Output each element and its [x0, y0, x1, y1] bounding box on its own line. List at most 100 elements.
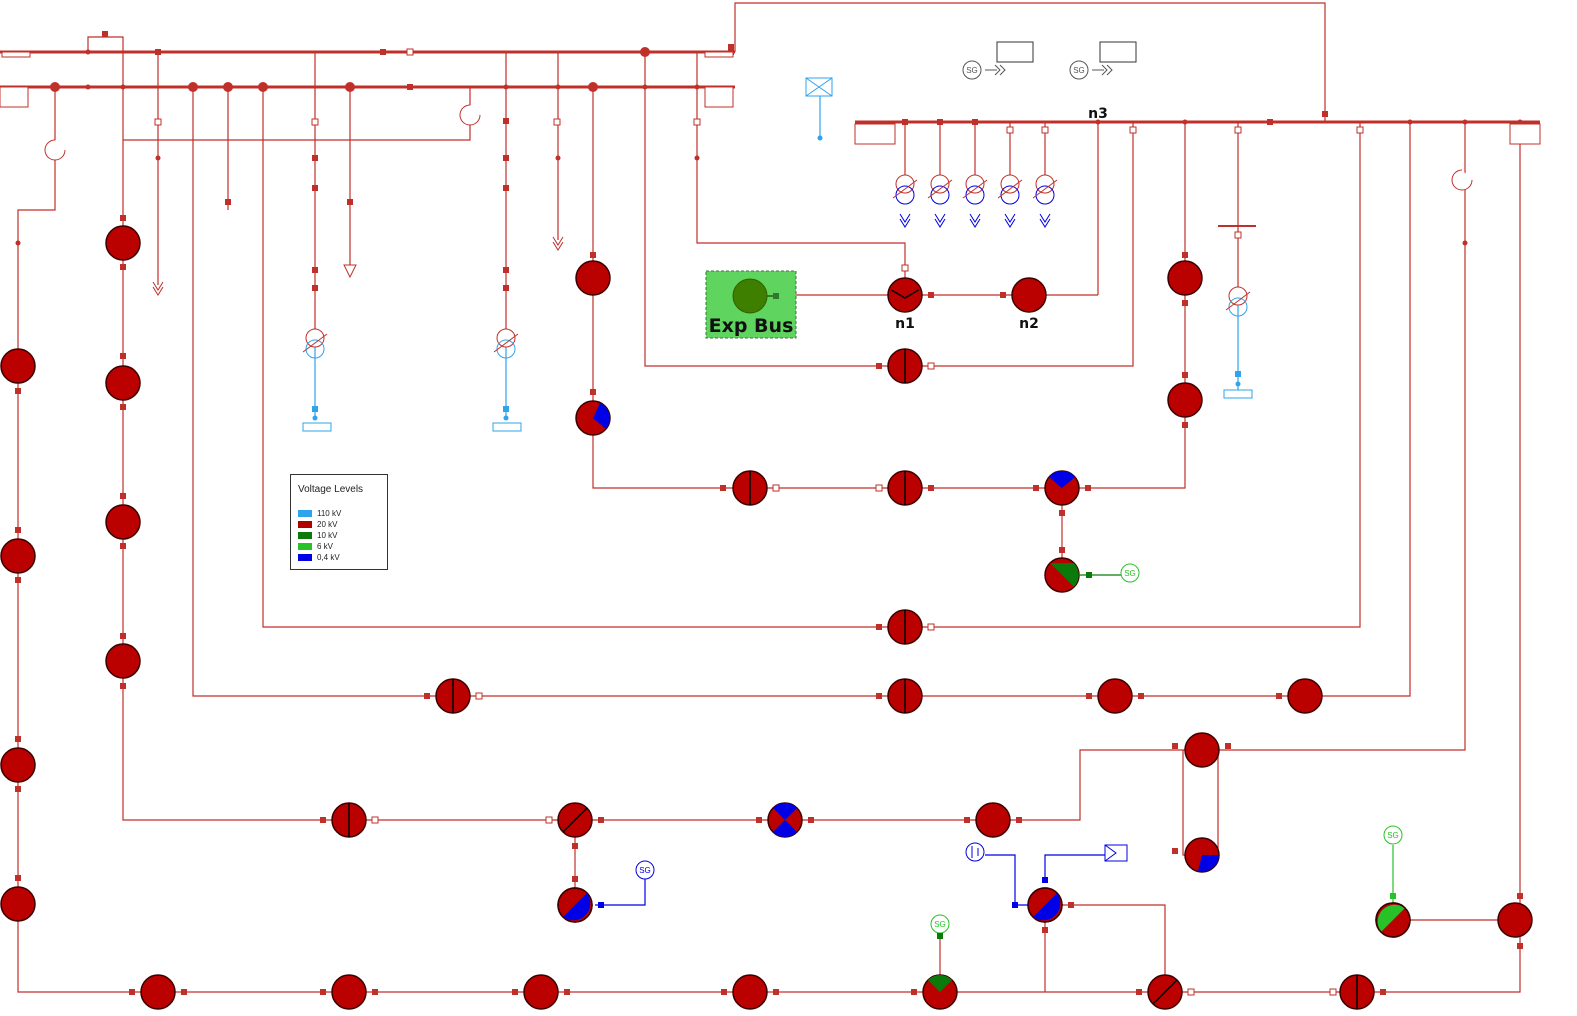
legend-label: 6 kV: [317, 542, 334, 551]
busbar-end: [854, 123, 896, 145]
substation-node: [922, 974, 958, 1010]
disconnector-marker: [553, 118, 561, 126]
junction-dot: [555, 84, 561, 90]
breaker-marker: [1172, 743, 1178, 749]
arrow-icon: [1106, 64, 1113, 76]
legend-item: 0,4 kV: [298, 553, 340, 563]
breaker-marker: [120, 493, 126, 499]
busbar-end: [1509, 123, 1541, 145]
transformer-icon: [1032, 174, 1058, 205]
breaker-marker: [1033, 485, 1039, 491]
legend-item: 6 kV: [298, 542, 333, 552]
breaker-marker: [225, 199, 231, 205]
load-arrow-icon: [934, 213, 946, 228]
transformer-icon: [962, 174, 988, 205]
legend-swatch: [298, 554, 312, 562]
breaker-marker: [876, 363, 882, 369]
arrow-icon: [1101, 64, 1108, 76]
substation-node: [887, 277, 923, 313]
disconnector-marker: [475, 692, 483, 700]
node-label-n1: n1: [895, 316, 915, 332]
transformer-icon: [1225, 286, 1251, 317]
legend-swatch: [298, 510, 312, 518]
generator-box: [1099, 41, 1137, 63]
lv-breaker: [312, 406, 318, 412]
breaker-marker: [15, 736, 21, 742]
transformer-icon: [997, 174, 1023, 205]
substation-node: [1044, 557, 1080, 593]
breaker-marker: [1042, 927, 1048, 933]
breaker-marker: [1322, 111, 1328, 117]
mv-breaker: [937, 933, 943, 939]
legend-swatch: [298, 543, 312, 551]
breaker-marker: [503, 155, 509, 161]
breaker-marker: [928, 485, 934, 491]
mv-breaker: [1086, 572, 1092, 578]
breaker-marker: [181, 989, 187, 995]
lv-breaker: [1235, 371, 1241, 377]
breaker-marker: [503, 285, 509, 291]
substation-node: [887, 609, 923, 645]
disconnector-marker: [1187, 988, 1195, 996]
substation-node: [1184, 732, 1220, 768]
legend-swatch: [298, 532, 312, 540]
battery-icon: [965, 842, 985, 862]
breaker-marker: [598, 817, 604, 823]
breaker-marker: [721, 989, 727, 995]
substation-node: [887, 678, 923, 714]
generator-box: [996, 41, 1034, 63]
substation-node: [435, 678, 471, 714]
breaker-marker: [120, 404, 126, 410]
breaker-marker: [120, 543, 126, 549]
svg-text:SG: SG: [1073, 66, 1085, 75]
breaker-marker: [1517, 943, 1523, 949]
breaker-marker: [964, 817, 970, 823]
breaker-marker: [15, 527, 21, 533]
breaker-marker: [572, 876, 578, 882]
junction-dot: [1407, 119, 1413, 125]
load-arrow-icon: [1039, 213, 1051, 228]
substation-node: [1097, 678, 1133, 714]
breaker-marker: [1225, 743, 1231, 749]
legend-item: 10 kV: [298, 531, 337, 541]
disconnector-marker: [772, 484, 780, 492]
breaker-marker: [911, 989, 917, 995]
static-generator-icon: SG: [1069, 60, 1089, 80]
breaker-marker: [120, 264, 126, 270]
breaker-marker: [1059, 510, 1065, 516]
substation-node: [1147, 974, 1183, 1010]
breaker-marker: [312, 285, 318, 291]
breaker-marker: [424, 693, 430, 699]
load-triangle-icon: [343, 264, 357, 279]
feeder-lines: [0, 2, 1540, 993]
disconnector-marker: [1234, 126, 1242, 134]
junction-dot: [1182, 119, 1188, 125]
substation-node: [575, 400, 611, 436]
bus-junction: [223, 82, 233, 92]
legend-swatch: [298, 521, 312, 529]
static-generator-icon: SG: [635, 860, 655, 880]
breaker-marker: [1059, 547, 1065, 553]
legend-item: 110 kV: [298, 509, 341, 519]
breaker-marker: [876, 624, 882, 630]
exp-bus[interactable]: Exp Bus: [705, 270, 797, 339]
disconnector-marker: [1356, 126, 1364, 134]
bus-junction: [50, 82, 60, 92]
svg-text:SG: SG: [639, 866, 651, 875]
lv-busbar: [1223, 389, 1253, 399]
legend-label: 0,4 kV: [317, 553, 340, 562]
breaker-marker: [312, 267, 318, 273]
junction-dot: [15, 240, 21, 246]
breaker-marker: [564, 989, 570, 995]
breaker-marker: [15, 388, 21, 394]
legend-item: 20 kV: [298, 520, 337, 530]
substation-node: [1339, 974, 1375, 1010]
busbar-end: [1, 51, 31, 58]
lv-breaker: [598, 902, 604, 908]
breaker-marker: [773, 989, 779, 995]
substation-node: [1011, 277, 1047, 313]
substation-node: [1167, 260, 1203, 296]
substation-node: [1044, 470, 1080, 506]
disconnector-marker: [1329, 988, 1337, 996]
substation-node: [887, 348, 923, 384]
